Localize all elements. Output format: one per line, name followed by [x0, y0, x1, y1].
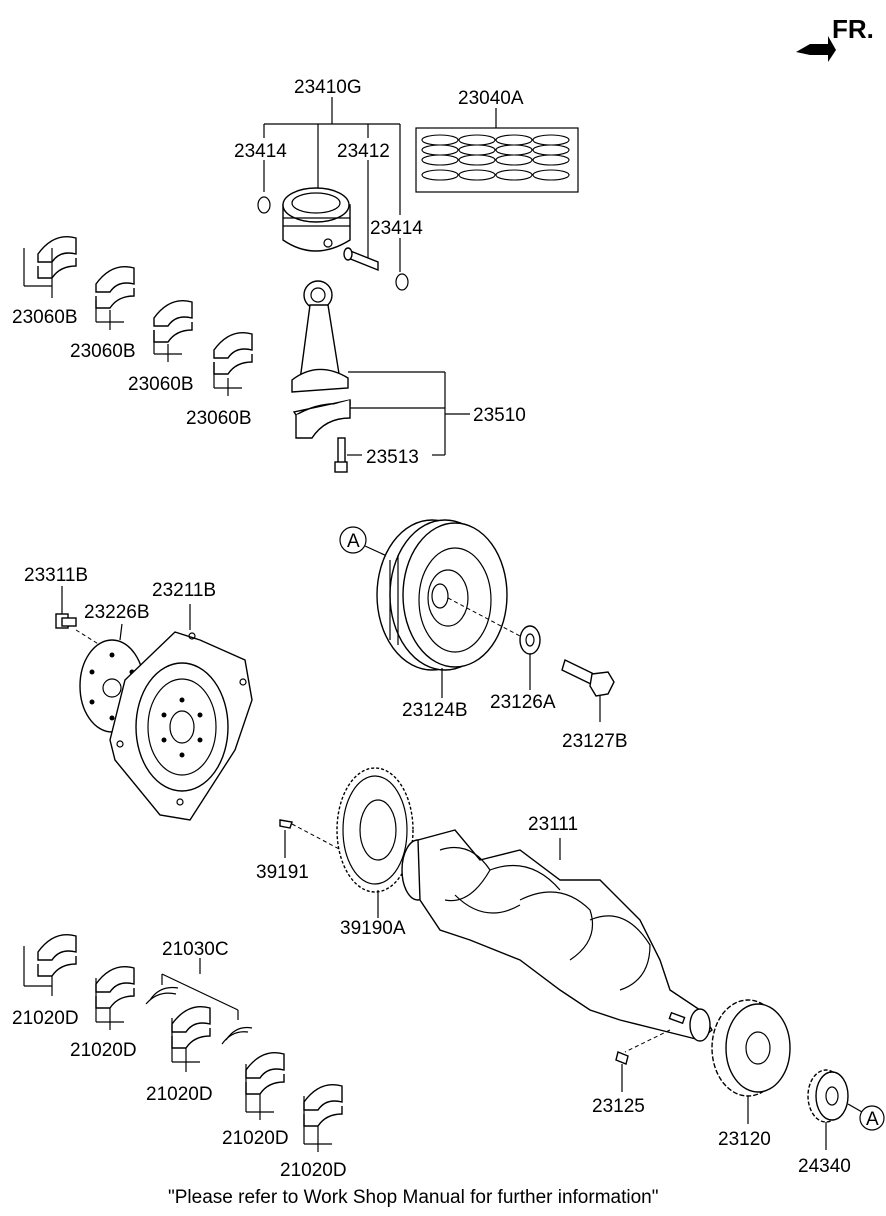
label-ring-gear: 39190A	[340, 918, 406, 939]
thrust-bearing-drawing	[145, 958, 253, 1045]
label-conrod-bearing-1: 23060B	[12, 307, 78, 328]
piston-assembly-drawing	[257, 97, 409, 291]
crankshaft-drawing	[401, 829, 713, 1092]
label-conrod-assy: 23510	[473, 405, 526, 426]
label-conrod-bearing-3: 23060B	[128, 374, 194, 395]
label-oil-pump-sprocket: 24340	[798, 1156, 851, 1177]
label-piston-pin: 23412	[337, 141, 390, 162]
label-pulley-bolt: 23127B	[562, 731, 628, 752]
front-direction-label: FR.	[832, 14, 874, 44]
crank-sprocket-drawing	[711, 999, 791, 1124]
label-main-bearing-5: 21020D	[280, 1160, 347, 1181]
label-conrod-bearing-4: 23060B	[186, 408, 252, 429]
ring-gear-drawing	[279, 767, 414, 918]
label-main-bearing-2: 21020D	[70, 1040, 137, 1061]
oil-pump-sprocket-drawing	[807, 1069, 885, 1150]
drive-plate-drawing	[55, 586, 253, 821]
footer-note: "Please refer to Work Shop Manual for fu…	[168, 1187, 658, 1208]
label-drive-plate: 23211B	[152, 580, 216, 601]
connecting-rod-drawing	[291, 280, 470, 473]
main-bearing-drawings	[23, 934, 343, 1152]
label-conrod-bolt: 23513	[366, 447, 419, 468]
damper-pulley-drawing	[339, 519, 615, 722]
label-damper-pulley: 23124B	[402, 700, 468, 721]
label-piston-assy: 23410G	[294, 77, 362, 98]
label-main-bearing-4: 21020D	[222, 1128, 289, 1149]
label-flywheel-bolt: 23311B	[24, 565, 88, 586]
label-ring-set: 23040A	[458, 88, 524, 109]
label-conrod-bearing-2: 23060B	[70, 341, 136, 362]
label-crankshaft: 23111	[528, 814, 578, 835]
label-ring-gear-pin: 39191	[256, 862, 309, 883]
piston-ring-set-drawing	[415, 108, 579, 193]
conrod-bearing-drawings	[23, 236, 253, 396]
label-snap-ring-right: 23414	[370, 218, 423, 239]
label-pulley-washer: 23126A	[490, 692, 556, 713]
label-thrust-bearing: 21030C	[162, 939, 229, 960]
label-sprocket-ref: A	[866, 1109, 879, 1130]
label-sprocket: 23120	[718, 1129, 771, 1150]
label-main-bearing-3: 21020D	[146, 1084, 213, 1105]
label-flywheel-adapter: 23226B	[84, 602, 150, 623]
label-key: 23125	[592, 1096, 645, 1117]
label-pulley-ref: A	[347, 531, 360, 552]
front-arrow-icon	[796, 36, 836, 62]
label-main-bearing-1: 21020D	[12, 1008, 79, 1029]
label-snap-ring-left: 23414	[234, 141, 287, 162]
